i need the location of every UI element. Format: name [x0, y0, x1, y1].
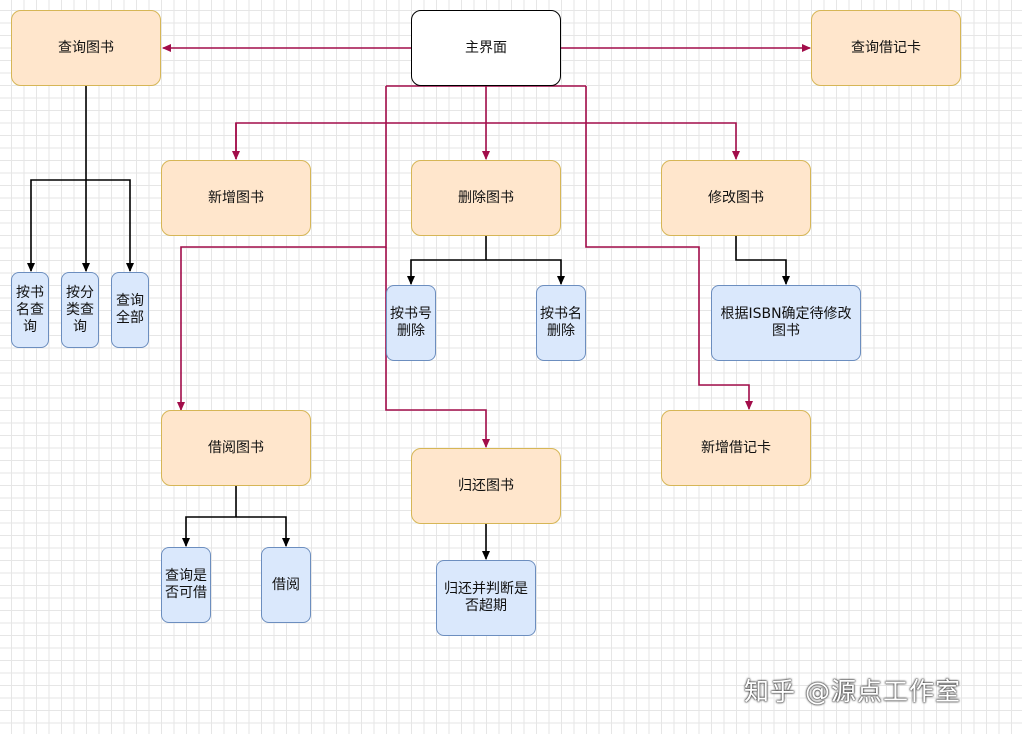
- add-card-node: 新增借记卡: [661, 410, 811, 486]
- return-book-node: 归还图书: [411, 448, 561, 524]
- query-card-node: 查询借记卡: [811, 10, 961, 86]
- query-by-name-node: 按书 名查 询: [11, 272, 49, 348]
- connector-delete-branch-right: [486, 259, 565, 285]
- connector-query-branch-left: [27, 179, 86, 272]
- borrow-node: 借阅: [261, 547, 311, 623]
- check-available-node: 查询是 否可借: [161, 547, 211, 623]
- connector-modify-to-isbn: [735, 236, 790, 285]
- query-all-node: 查询 全部: [111, 272, 149, 348]
- add-book-node: 新增图书: [161, 160, 311, 236]
- delete-by-number-node: 按书号 删除: [386, 285, 436, 361]
- connector-delete-branch-left: [407, 259, 486, 285]
- connector-borrow-branch-left: [182, 516, 236, 547]
- watermark-text: 知乎 @源点工作室: [744, 677, 961, 706]
- connector-to-add-card: [585, 86, 753, 410]
- delete-book-node: 删除图书: [411, 160, 561, 236]
- query-books-node: 查询图书: [11, 10, 161, 86]
- delete-by-name-node: 按书名 删除: [536, 285, 586, 361]
- borrow-book-node: 借阅图书: [161, 410, 311, 486]
- connector-to-borrow-book: [177, 86, 387, 411]
- modify-by-isbn-node: 根据ISBN确定待修改 图书: [711, 285, 861, 361]
- return-check-overdue-node: 归还并判断是 否超期: [436, 560, 536, 636]
- modify-book-node: 修改图书: [661, 160, 811, 236]
- connector-borrow-branch-right: [236, 516, 290, 547]
- query-by-category-node: 按分 类查 询: [61, 272, 99, 348]
- connector-query-branch-right: [86, 179, 134, 272]
- main-screen-node: 主界面: [411, 10, 561, 86]
